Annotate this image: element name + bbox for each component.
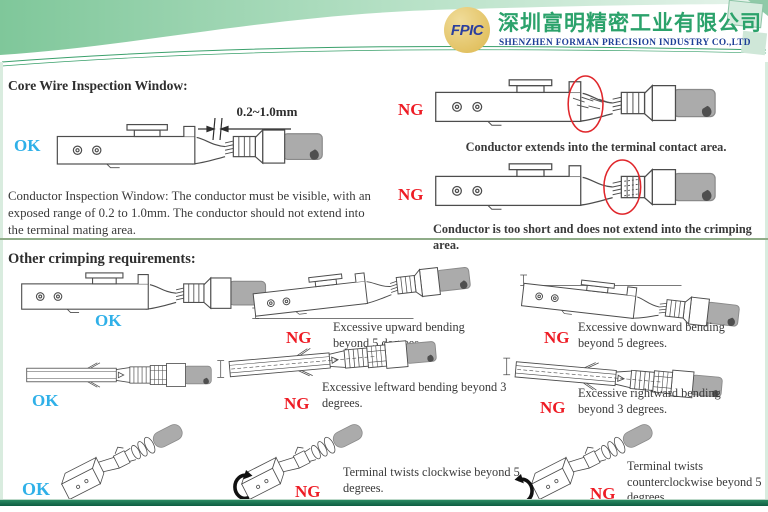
ok-label-row2: OK xyxy=(32,391,59,410)
ok-label-row1: OK xyxy=(95,311,122,330)
ng-label-bend-right: NG xyxy=(540,398,566,417)
ok-label-row3: OK xyxy=(22,479,51,499)
angle-tick xyxy=(503,357,511,376)
angle-tick xyxy=(217,360,225,378)
caption-bend-left: Excessive leftward bending beyond 3 degr… xyxy=(322,380,507,410)
terminal-bend-right-diagram xyxy=(503,355,724,402)
header-swoosh-decoration xyxy=(0,0,768,67)
footer-bar xyxy=(0,499,768,506)
caption-twist-ccw: Terminal twists counterclockwise beyond … xyxy=(627,459,762,505)
dimension-label: 0.2~1.0mm xyxy=(236,104,298,119)
ng-label-bend-up: NG xyxy=(286,328,312,347)
terminal-bend-up-diagram xyxy=(251,259,472,320)
terminal-bend-left-diagram xyxy=(217,337,438,384)
terminal-row1-ok-diagram xyxy=(21,272,267,314)
ng-label-conductor-long: NG xyxy=(398,100,424,119)
fpic-logo: FPIC xyxy=(444,7,490,53)
left-edge-decoration xyxy=(0,62,3,506)
caption-bend-down: Excessive downward bending beyond 5 degr… xyxy=(578,320,725,350)
caption-twist-cw: Terminal twists clockwise beyond 5 degre… xyxy=(343,465,520,495)
ok-label-core: OK xyxy=(14,136,41,155)
caption-bend-right: Excessive rightward bending beyond 3 deg… xyxy=(578,386,721,416)
defect-highlight-circle xyxy=(567,75,604,133)
company-name-chinese: 深圳富明精密工业有限公司 xyxy=(498,11,762,35)
terminal-row2-ok-diagram xyxy=(26,362,212,388)
section-divider xyxy=(0,238,768,240)
terminal-side-ok-diagram xyxy=(56,123,323,169)
terminal-bend-down-diagram xyxy=(520,273,741,334)
core-wire-description: Conductor Inspection Window: The conduct… xyxy=(8,189,371,238)
section-title-other-requirements: Other crimping requirements: xyxy=(8,251,196,267)
ng-label-bend-left: NG xyxy=(284,394,310,413)
ng-label-bend-down: NG xyxy=(544,328,570,347)
caption-conductor-long: Conductor extends into the terminal cont… xyxy=(465,140,727,154)
ng-label-twist-cw: NG xyxy=(295,482,321,501)
corner-decoration xyxy=(726,0,768,56)
terminal-conductor-long-diagram xyxy=(435,75,716,133)
right-edge-decoration xyxy=(765,62,768,506)
defect-highlight-circle xyxy=(603,159,642,215)
terminal-row3-ok-diagram xyxy=(57,416,187,500)
ng-label-twist-ccw: NG xyxy=(590,484,616,503)
section-title-core-wire: Core Wire Inspection Window: xyxy=(8,78,188,93)
company-name-english: SHENZHEN FORMAN PRECISION INDUSTRY CO.,L… xyxy=(499,38,751,48)
dimension-arrows xyxy=(198,117,291,141)
ng-label-conductor-short: NG xyxy=(398,185,424,204)
fpic-logo-text: FPIC xyxy=(450,21,484,39)
caption-conductor-short: Conductor is too short and does not exte… xyxy=(433,222,752,252)
terminal-conductor-short-diagram xyxy=(435,159,716,215)
